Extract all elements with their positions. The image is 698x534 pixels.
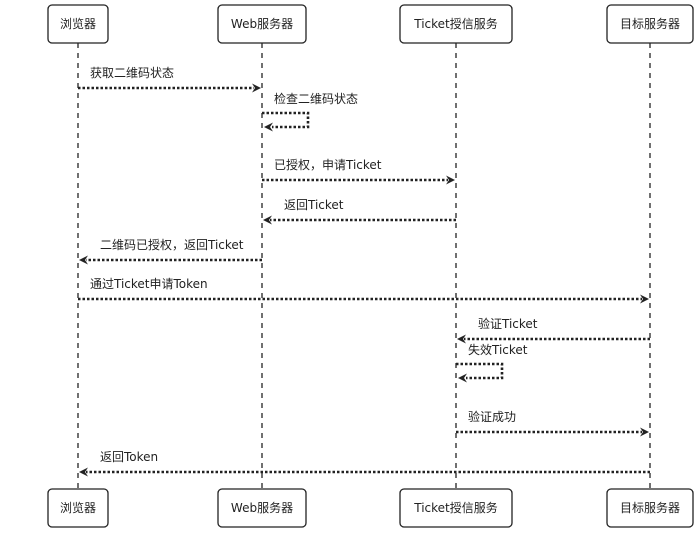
participant-label: Web服务器	[231, 16, 293, 31]
participant-label: Ticket授信服务	[413, 16, 498, 31]
message-9: 验证成功	[456, 409, 649, 437]
participant-browser-bottom: 浏览器	[47, 488, 109, 528]
participants: 浏览器浏览器Web服务器Web服务器Ticket授信服务Ticket授信服务目标…	[47, 4, 694, 528]
message-label: 获取二维码状态	[90, 66, 174, 80]
message-label: 返回Token	[100, 450, 158, 464]
message-6: 通过Ticket申请Token	[78, 277, 649, 304]
message-line	[262, 111, 310, 129]
participant-label: Web服务器	[231, 500, 293, 515]
message-label: 验证成功	[468, 409, 516, 424]
participant-target-top: 目标服务器	[606, 4, 694, 44]
arrow-head	[252, 83, 261, 93]
participant-label: 目标服务器	[620, 500, 680, 515]
participant-box	[217, 4, 307, 44]
participant-label: 浏览器	[60, 500, 96, 515]
message-label: 检查二维码状态	[274, 91, 358, 106]
message-2: 检查二维码状态	[262, 91, 358, 132]
message-7: 验证Ticket	[457, 316, 650, 344]
message-5: 二维码已授权，返回Ticket	[79, 237, 262, 265]
arrow-head	[264, 122, 273, 132]
participant-label: 目标服务器	[620, 16, 680, 31]
message-label: 返回Ticket	[284, 198, 344, 212]
message-label: 二维码已授权，返回Ticket	[100, 237, 244, 252]
message-4: 返回Ticket	[263, 198, 456, 225]
participant-box	[47, 4, 109, 44]
message-1: 获取二维码状态	[78, 66, 261, 93]
participant-ticket-top: Ticket授信服务	[399, 4, 513, 44]
message-10: 返回Token	[79, 450, 650, 477]
participant-ticket-bottom: Ticket授信服务	[399, 488, 513, 528]
arrow-head	[640, 427, 649, 437]
message-line	[456, 362, 504, 380]
participant-label: 浏览器	[60, 16, 96, 31]
participant-web-top: Web服务器	[217, 4, 307, 44]
message-label: 已授权，申请Ticket	[274, 157, 382, 172]
arrow-head	[458, 373, 467, 383]
participant-box	[217, 488, 307, 528]
message-label: 验证Ticket	[478, 316, 538, 331]
arrow-head	[457, 334, 466, 344]
participant-web-bottom: Web服务器	[217, 488, 307, 528]
arrow-head	[263, 215, 272, 225]
arrow-head	[79, 467, 88, 477]
participant-target-bottom: 目标服务器	[606, 488, 694, 528]
arrow-head	[640, 294, 649, 304]
message-label: 通过Ticket申请Token	[90, 277, 208, 291]
message-8: 失效Ticket	[456, 342, 528, 383]
participant-label: Ticket授信服务	[413, 500, 498, 515]
message-3: 已授权，申请Ticket	[262, 157, 455, 185]
participant-box	[399, 488, 513, 528]
participant-box	[399, 4, 513, 44]
arrow-head	[446, 175, 455, 185]
participant-browser-top: 浏览器	[47, 4, 109, 44]
message-label: 失效Ticket	[468, 342, 528, 357]
participant-box	[606, 488, 694, 528]
lifelines	[77, 43, 651, 489]
participant-box	[606, 4, 694, 44]
participant-box	[47, 488, 109, 528]
arrow-head	[79, 255, 88, 265]
